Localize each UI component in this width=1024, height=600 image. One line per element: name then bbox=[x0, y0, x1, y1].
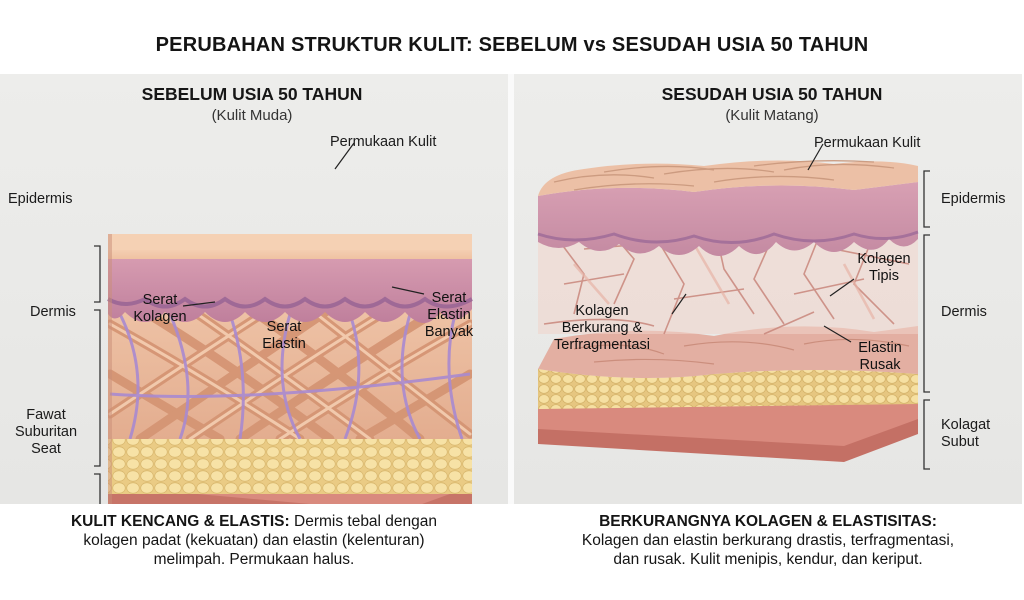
young-skin-block-illustration bbox=[94, 142, 473, 504]
page-title: PERUBAHAN STRUKTUR KULIT: SEBELUM vs SES… bbox=[155, 34, 869, 56]
after-title: SESUDAH USIA 50 TAHUN bbox=[661, 84, 883, 104]
before-surface-label: Permukaan Kulit bbox=[330, 134, 437, 150]
before-caption: KULIT KENCANG & ELASTIS: Dermis tebal de… bbox=[4, 512, 504, 569]
reduced-collagen-label: Kolagen Berkurang & Terfragmentasi bbox=[554, 303, 650, 353]
before-fat-label: Fawat Suburitan Seat bbox=[14, 407, 78, 457]
mature-skin-block-illustration bbox=[537, 143, 930, 470]
after-panel: SESUDAH USIA 50 TAHUN (Kulit Matang) bbox=[514, 74, 1022, 504]
before-caption-text: Dermis tebal dengan bbox=[294, 513, 438, 530]
elastin-fibers bbox=[109, 313, 471, 439]
after-surface-label: Permukaan Kulit bbox=[814, 135, 921, 151]
elastin-fiber-label: Serat Elastin bbox=[262, 319, 306, 352]
after-caption-heading: BERKURANGNYA KOLAGEN & ELASTISITAS: bbox=[599, 513, 937, 530]
damaged-elastin-label: Elastin Rusak bbox=[858, 340, 902, 373]
before-subtitle: (Kulit Muda) bbox=[211, 107, 293, 124]
fragmented-collagen-fibers bbox=[543, 223, 910, 335]
layer-brackets bbox=[94, 245, 101, 504]
leader-lines bbox=[671, 143, 855, 343]
after-fat-label: Kolagat Subut bbox=[941, 417, 991, 450]
panel-divider bbox=[508, 74, 514, 504]
skin-wrinkles bbox=[553, 160, 895, 191]
layer-brackets bbox=[923, 170, 930, 470]
before-caption-line3: melimpah. Permukaan halus. bbox=[153, 551, 355, 568]
after-caption: BERKURANGNYA KOLAGEN & ELASTISITAS: Kola… bbox=[518, 512, 1018, 569]
thin-collagen-label: Kolagen Tipis bbox=[857, 251, 911, 284]
before-title: SEBELUM USIA 50 TAHUN bbox=[141, 84, 363, 104]
leader-lines bbox=[182, 142, 425, 307]
before-epidermis-label: Epidermis bbox=[8, 191, 73, 207]
collagen-fiber-bundles bbox=[108, 309, 472, 439]
collagen-fiber-label: Serat Kolagen bbox=[133, 292, 187, 325]
after-caption-line3: dan rusak. Kulit menipis, kendur, dan ke… bbox=[613, 551, 923, 568]
many-elastin-fiber-label: Serat Elastin Banyak bbox=[424, 290, 474, 340]
after-dermis-label: Dermis bbox=[941, 304, 987, 320]
before-dermis-label: Dermis bbox=[30, 304, 76, 320]
before-panel: SEBELUM USIA 50 TAHUN (Kulit Muda) bbox=[0, 74, 508, 504]
after-epidermis-label: Epidermis bbox=[941, 191, 1006, 207]
before-caption-line2: kolagen padat (kekuatan) dan elastin (ke… bbox=[83, 532, 425, 549]
after-caption-line2: Kolagen dan elastin berkurang drastis, t… bbox=[581, 532, 955, 549]
after-subtitle: (Kulit Matang) bbox=[725, 107, 819, 124]
before-caption-heading: KULIT KENCANG & ELASTIS: bbox=[70, 513, 290, 530]
